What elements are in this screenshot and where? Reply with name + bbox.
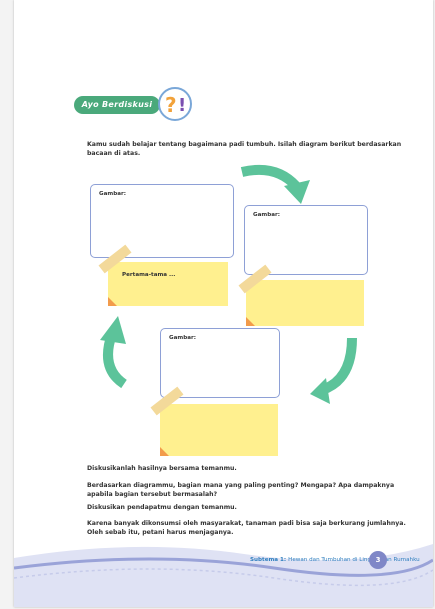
book-page: Ayo Berdiskusi ? ! Kamu sudah belajar te…	[14, 0, 433, 607]
paragraph-2: Berdasarkan diagrammu, bagian mana yang …	[87, 482, 395, 498]
frame-2-label: Gambar:	[253, 212, 280, 218]
note-3-fold	[160, 447, 169, 456]
drawing-frame-3[interactable]: Gambar:	[160, 328, 280, 398]
note-1-text: Pertama-tama ...	[122, 272, 176, 278]
arrow-top-head	[284, 180, 310, 204]
arrow-left-icon	[103, 332, 128, 389]
note-1-fold	[108, 297, 117, 306]
question-exclamation-icon: ? !	[158, 87, 192, 121]
svg-text:?: ?	[165, 93, 177, 117]
paragraph-3: Diskusikan pendapatmu dengan temanmu.	[87, 504, 237, 511]
arrow-right-icon	[320, 337, 357, 395]
footer-subtheme: Subtema 1: Hewan dan Tumbuhan di Lingkun…	[250, 557, 420, 563]
footer-subtheme-title: Hewan dan Tumbuhan di Lingkungan Rumahku	[288, 557, 420, 563]
paragraph-4: Karena banyak dikonsumsi oleh masyarakat…	[87, 520, 406, 536]
activity-badge: Ayo Berdiskusi	[74, 96, 160, 114]
arrow-right-head	[310, 378, 330, 404]
note-1[interactable]: Pertama-tama ...	[108, 262, 228, 306]
note-2-fold	[246, 317, 255, 326]
drawing-frame-2[interactable]: Gambar:	[244, 205, 368, 275]
drawing-frame-1[interactable]: Gambar:	[90, 184, 234, 258]
frame-1-label: Gambar:	[99, 191, 126, 197]
intro-text: Kamu sudah belajar tentang bagaimana pad…	[87, 141, 402, 157]
frame-3-label: Gambar:	[169, 335, 196, 341]
note-3[interactable]	[160, 404, 278, 456]
arrow-left-head	[100, 316, 126, 344]
paragraph-1: Diskusikanlah hasilnya bersama temanmu.	[87, 465, 237, 472]
footer-subtheme-prefix: Subtema 1:	[250, 557, 287, 563]
footer-wave	[14, 544, 433, 607]
page-number: 3	[369, 551, 387, 569]
arrow-top-icon	[240, 164, 300, 190]
svg-text:!: !	[178, 95, 186, 116]
note-2[interactable]	[246, 280, 364, 326]
